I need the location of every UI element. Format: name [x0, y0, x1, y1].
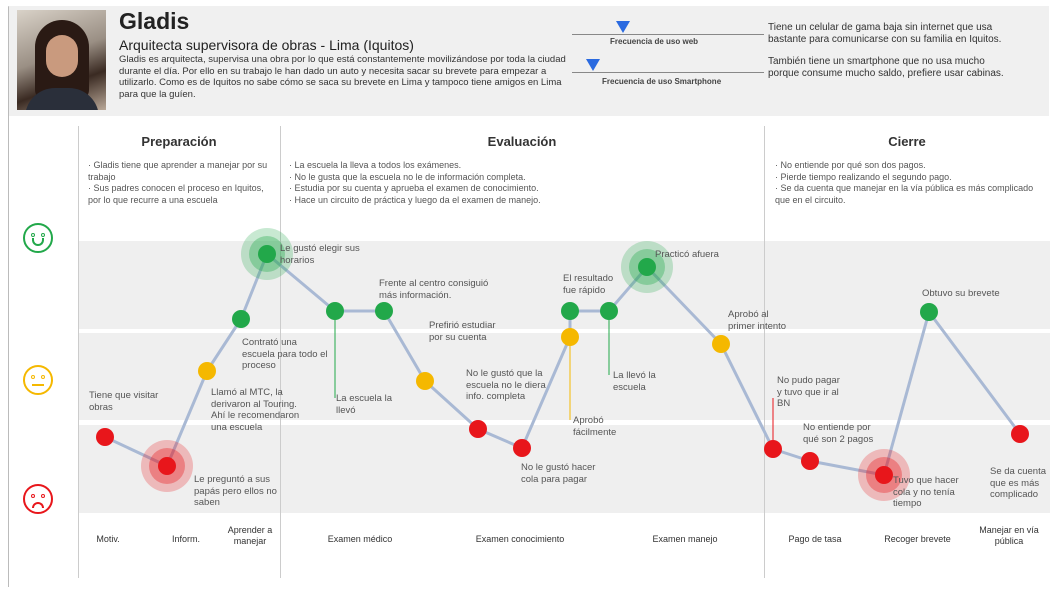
journey-point-sad: [96, 428, 114, 446]
smartphone-usage-marker: [586, 59, 600, 71]
phase-item: Sus padres conocen el proceso en Iquitos…: [88, 183, 268, 206]
step-label-aprender: Aprender a manejar: [227, 525, 273, 546]
phase-title-evaluacion: Evaluación: [487, 134, 557, 149]
phase-items-preparacion: Gladis tiene que aprender a manejar por …: [88, 160, 268, 206]
phase-title-cierre: Cierre: [888, 134, 926, 149]
journey-point-sad: [801, 452, 819, 470]
web-usage-label: Frecuencia de uso web: [610, 37, 699, 46]
persona-notes: Tiene un celular de gama baja sin intern…: [768, 22, 1018, 90]
sad-face-icon: [23, 484, 53, 514]
persona-note-smartphone: También tiene un smartphone que no usa m…: [768, 56, 1004, 79]
smartphone-usage-scale: [572, 72, 764, 73]
point-label: No le gustó hacer cola para pagar: [521, 462, 596, 485]
point-label: Frente al centro consiguió más informaci…: [379, 278, 489, 301]
point-label: No le gustó que la escuela no le diera i…: [466, 368, 546, 402]
step-label-inform: Inform.: [171, 534, 200, 544]
journey-point-happy: [232, 310, 250, 328]
step-label-pago-tasa: Pago de tasa: [788, 534, 842, 544]
persona-role: Arquitecta supervisora de obras - Lima (…: [119, 37, 414, 53]
web-usage-scale: [572, 34, 764, 35]
point-label: Obtuvo su brevete: [922, 288, 1000, 299]
persona-note-phone: Tiene un celular de gama baja sin intern…: [768, 22, 1002, 45]
journey-point-happy: [326, 302, 344, 320]
phase-item: Se da cuenta que manejar en la vía públi…: [775, 183, 1040, 206]
step-label-motiv: Motiv.: [96, 534, 120, 544]
phase-item: Estudia por su cuenta y aprueba el exame…: [289, 183, 759, 195]
journey-point-sad: [158, 457, 176, 475]
point-label: Le preguntó a sus papás pero ellos no sa…: [194, 474, 277, 508]
phase-items-evaluacion: La escuela la lleva a todos los exámenes…: [289, 160, 759, 206]
phase-divider-2: [764, 126, 765, 578]
journey-point-neutral: [198, 362, 216, 380]
journey-point-neutral: [561, 328, 579, 346]
journey-point-sad: [875, 466, 893, 484]
point-label: Aprobó al primer intento: [728, 309, 787, 332]
step-label-examen-manejo: Examen manejo: [652, 534, 718, 544]
phase-item: No entiende por qué son dos pagos.: [775, 160, 1040, 172]
point-label: La llevó la escuela: [613, 370, 656, 393]
point-label: Se da cuenta que es más complicado: [990, 466, 1046, 500]
point-label: Le gustó elegir sus horarios: [280, 243, 360, 266]
happy-face-icon: [23, 223, 53, 253]
phase-item: Hace un circuito de práctica y luego da …: [289, 195, 759, 207]
step-label-examen-medico: Examen médico: [327, 534, 393, 544]
journey-point-neutral: [712, 335, 730, 353]
journey-point-happy: [375, 302, 393, 320]
step-label-recoger: Recoger brevete: [884, 534, 951, 544]
point-label: Prefirió estudiar por su cuenta: [429, 320, 496, 343]
persona-description: Gladis es arquitecta, supervisa una obra…: [119, 54, 566, 100]
phase-items-cierre: No entiende por qué son dos pagos. Pierd…: [775, 160, 1040, 206]
point-label: La escuela la llevó: [336, 393, 392, 416]
journey-point-sad: [1011, 425, 1029, 443]
point-label: Contrató una escuela para todo el proces…: [242, 337, 328, 371]
journey-point-happy: [920, 303, 938, 321]
phase-title-preparacion: Preparación: [141, 134, 217, 149]
phase-item: La escuela la lleva a todos los exámenes…: [289, 160, 759, 172]
journey-point-sad: [513, 439, 531, 457]
point-label: El resultado fue rápido: [563, 273, 614, 296]
phase-item: Gladis tiene que aprender a manejar por …: [88, 160, 268, 183]
step-label-examen-conocimiento: Examen conocimiento: [475, 534, 565, 544]
phase-item: Pierde tiempo realizando el segundo pago…: [775, 172, 1040, 184]
point-label: No pudo pagar y tuvo que ir al BN: [777, 375, 840, 409]
persona-header: [9, 6, 1049, 116]
phase-divider-1: [280, 126, 281, 578]
journey-point-sad: [469, 420, 487, 438]
smartphone-usage-label: Frecuencia de uso Smartphone: [602, 77, 722, 86]
point-label: Tiene que visitar obras: [89, 390, 159, 413]
neutral-face-icon: [23, 365, 53, 395]
phase-item: No le gusta que la escuela no le de info…: [289, 172, 759, 184]
journey-point-happy: [600, 302, 618, 320]
journey-point-happy: [638, 258, 656, 276]
point-label: Aprobó fácilmente: [573, 415, 617, 438]
web-usage-marker: [616, 21, 630, 33]
point-label: No entiende por qué son 2 pagos: [803, 422, 874, 445]
left-divider: [78, 126, 79, 578]
point-label: Tuvo que hacer cola y no tenía tiempo: [893, 475, 959, 509]
journey-point-sad: [764, 440, 782, 458]
point-label: Llamó al MTC, la derivaron al Touring. A…: [211, 387, 300, 433]
step-label-manejar: Manejar en vía pública: [979, 525, 1039, 546]
persona-name: Gladis: [119, 8, 190, 34]
journey-point-neutral: [416, 372, 434, 390]
persona-photo: [17, 10, 106, 110]
journey-point-happy: [258, 245, 276, 263]
point-label: Practicó afuera: [655, 249, 719, 260]
journey-point-happy: [561, 302, 579, 320]
